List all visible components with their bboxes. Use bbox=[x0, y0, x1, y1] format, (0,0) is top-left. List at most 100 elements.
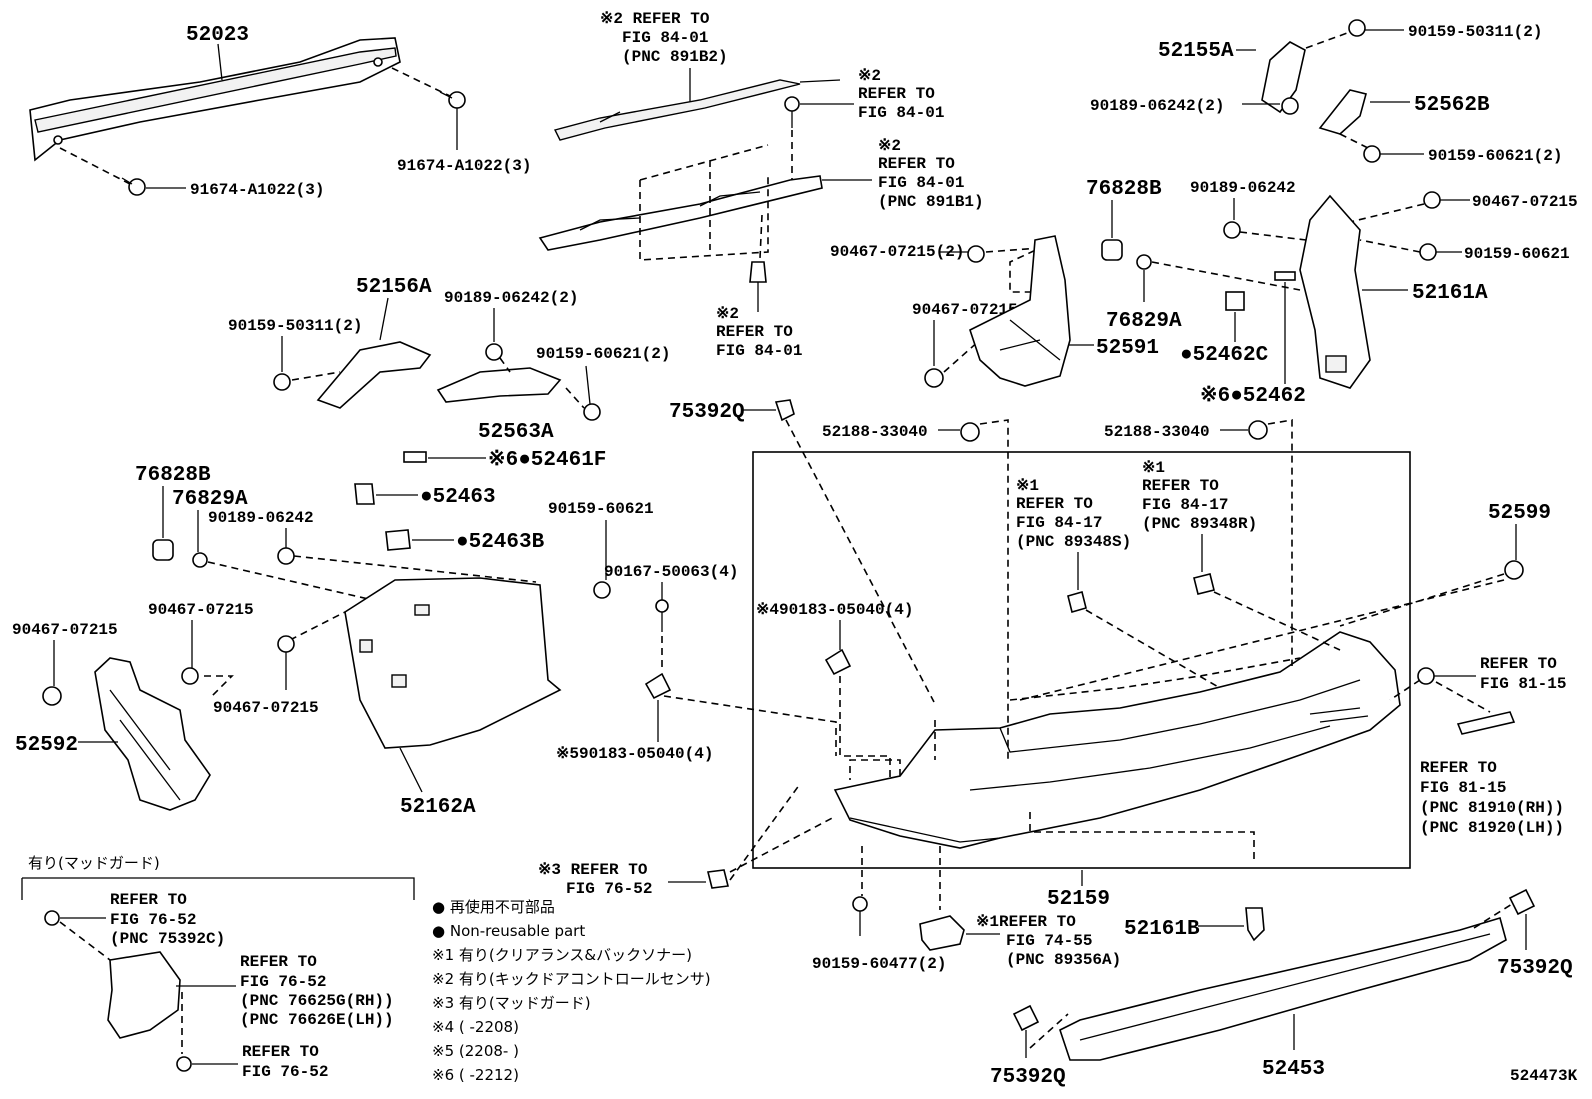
clip-90189-06242-left[interactable] bbox=[485, 343, 503, 361]
clip-52599[interactable] bbox=[1504, 560, 1524, 580]
ref-84-01-d-line2: FIG 84-01 bbox=[716, 342, 802, 360]
label-90183-05040-4: ※490183-05040(4) bbox=[756, 601, 913, 619]
ref-84-01-b-line0: ※2 bbox=[858, 67, 881, 85]
clip-90467-07215-2[interactable] bbox=[967, 245, 985, 263]
clip-75392c[interactable] bbox=[44, 910, 60, 926]
clip-90467-07215-right[interactable] bbox=[1423, 191, 1441, 209]
mud-ref-3-line2: FIG 76-52 bbox=[242, 1063, 328, 1081]
reflector-strip[interactable] bbox=[1456, 711, 1516, 735]
legend-line-2: ● Non-reusable part bbox=[432, 922, 585, 940]
clip-refer-81-15[interactable] bbox=[1417, 667, 1435, 685]
nut-76829a-right[interactable] bbox=[1136, 254, 1152, 270]
legend-line-1: ● 再使用不可部品 bbox=[432, 898, 555, 916]
ref-76-52-a-line2: FIG 76-52 bbox=[566, 880, 652, 898]
ref-84-01-b-line1: REFER TO bbox=[858, 85, 935, 103]
mud-ref-1-line2: FIG 76-52 bbox=[110, 911, 196, 929]
clip-90467-07215-mid[interactable] bbox=[277, 635, 295, 653]
label-52159: 52159 bbox=[1047, 888, 1110, 911]
mud-ref-2-line2: FIG 76-52 bbox=[240, 973, 326, 991]
label-75392q-right: 75392Q bbox=[1497, 957, 1573, 980]
clip-75392q-bottom[interactable] bbox=[1012, 1004, 1040, 1032]
sensor-harness[interactable] bbox=[553, 79, 841, 141]
label-52155a: 52155A bbox=[1158, 40, 1234, 63]
part-52156a[interactable] bbox=[316, 341, 432, 409]
label-90159-60621-right-2: 90159-60621(2) bbox=[1428, 147, 1562, 165]
sensor-89348s[interactable] bbox=[1067, 591, 1087, 613]
part-52591[interactable] bbox=[969, 235, 1071, 387]
bolt-90167-50063[interactable] bbox=[655, 599, 669, 632]
part-52562b[interactable] bbox=[1318, 89, 1367, 135]
bolt-90159-50311-left[interactable] bbox=[273, 373, 291, 391]
clip-90467-07215-mid-right[interactable] bbox=[924, 368, 944, 388]
label-52188-33040-left: 52188-33040 bbox=[822, 423, 928, 441]
clip-75392q-top[interactable] bbox=[774, 399, 795, 422]
bolt-90159-60477[interactable] bbox=[852, 896, 868, 936]
seal-52462c[interactable] bbox=[1225, 291, 1245, 311]
label-91674-a1022-right: 91674-A1022(3) bbox=[397, 157, 531, 175]
label-76829a-right: 76829A bbox=[1106, 310, 1182, 333]
clip-90189-06242-right[interactable] bbox=[1281, 97, 1299, 115]
ref-81-15-b-line4: (PNC 81920(LH)) bbox=[1420, 819, 1564, 837]
clip-top-center[interactable] bbox=[784, 96, 800, 128]
mud-ref-2-line3: (PNC 76625G(RH)) bbox=[240, 992, 394, 1010]
label-76828b-left: 76828B bbox=[135, 464, 211, 487]
part-52162a[interactable] bbox=[344, 577, 562, 749]
clip-90467-07215-left-1[interactable] bbox=[42, 686, 62, 706]
ref-74-55-line2: FIG 74-55 bbox=[1006, 932, 1092, 950]
grommet-76828b-left[interactable] bbox=[152, 539, 174, 561]
label-90189-06242-right: 90189-06242(2) bbox=[1090, 97, 1224, 115]
ref-84-01-c-line2: FIG 84-01 bbox=[878, 174, 964, 192]
bolt-mudguard[interactable] bbox=[176, 1056, 192, 1072]
ref-84-01-a-line3: (PNC 891B2) bbox=[622, 48, 728, 66]
ref-84-01-c-line3: (PNC 891B1) bbox=[878, 193, 984, 211]
sensor-89348r[interactable] bbox=[1193, 573, 1215, 595]
mudguard-part[interactable] bbox=[107, 951, 181, 1039]
label-75392q-top: 75392Q bbox=[669, 401, 745, 424]
ref-84-01-d-line1: REFER TO bbox=[716, 323, 793, 341]
sensor-bracket[interactable] bbox=[538, 175, 823, 251]
clip-90189-06242-lower[interactable] bbox=[277, 547, 295, 565]
bolt-90159-50311-right[interactable] bbox=[1348, 19, 1366, 37]
bolt-90159-60621-lower[interactable] bbox=[593, 581, 611, 599]
ref-81-15-a-line2: FIG 81-15 bbox=[1480, 675, 1566, 693]
nut-52188-33040-right[interactable] bbox=[1248, 420, 1268, 440]
nut-76829a-left[interactable] bbox=[192, 552, 208, 568]
ref-84-01-a-line2: FIG 84-01 bbox=[622, 29, 708, 47]
bolt-91674-a1022[interactable] bbox=[121, 91, 466, 196]
part-52023[interactable] bbox=[29, 37, 401, 162]
clip-sensor-bottom[interactable] bbox=[749, 261, 767, 312]
seal-52463b[interactable] bbox=[385, 529, 411, 551]
clip-90189-06242-right-2[interactable] bbox=[1223, 221, 1241, 239]
ref-81-15-a-line1: REFER TO bbox=[1480, 655, 1557, 673]
part-52453[interactable] bbox=[1059, 916, 1507, 1061]
label-52156a: 52156A bbox=[356, 276, 432, 299]
label-52462: ※6●52462 bbox=[1200, 384, 1306, 408]
part-52155a[interactable] bbox=[1261, 41, 1306, 114]
mud-ref-3-line1: REFER TO bbox=[242, 1043, 319, 1061]
clip-mudguard[interactable] bbox=[707, 869, 729, 889]
bolt-90159-60621-right[interactable] bbox=[1419, 243, 1437, 261]
clip-90183-05040-5[interactable] bbox=[644, 672, 672, 700]
seal-52463[interactable] bbox=[354, 483, 375, 505]
bolt-90159-60621-left[interactable] bbox=[583, 403, 601, 421]
part-52159-bumper-cover[interactable] bbox=[833, 631, 1401, 849]
clip-90183-05040-4[interactable] bbox=[824, 648, 852, 676]
clip-90467-07215-left-2[interactable] bbox=[181, 667, 199, 685]
label-52462c: ●52462C bbox=[1180, 344, 1269, 367]
part-52563a[interactable] bbox=[436, 367, 562, 403]
clip-75392q-right[interactable] bbox=[1508, 888, 1536, 916]
ref-81-15-b-line3: (PNC 81910(RH)) bbox=[1420, 799, 1564, 817]
bumper-assembly-frame bbox=[752, 451, 1411, 869]
ref-74-55-line1: ※1REFER TO bbox=[976, 913, 1076, 931]
cover-89356a[interactable] bbox=[919, 915, 965, 951]
grommet-76828b-right[interactable] bbox=[1101, 239, 1123, 261]
clip-52161b[interactable] bbox=[1245, 907, 1265, 942]
nut-52188-33040-left[interactable] bbox=[960, 422, 980, 442]
label-76829a-left: 76829A bbox=[172, 488, 248, 511]
seal-52462[interactable] bbox=[1274, 271, 1296, 281]
part-52161a[interactable] bbox=[1299, 194, 1371, 389]
mud-ref-2-line1: REFER TO bbox=[240, 953, 317, 971]
part-52592[interactable] bbox=[94, 657, 211, 811]
seal-52461f[interactable] bbox=[403, 451, 427, 463]
bolt-90159-60621-right-2[interactable] bbox=[1363, 145, 1381, 163]
